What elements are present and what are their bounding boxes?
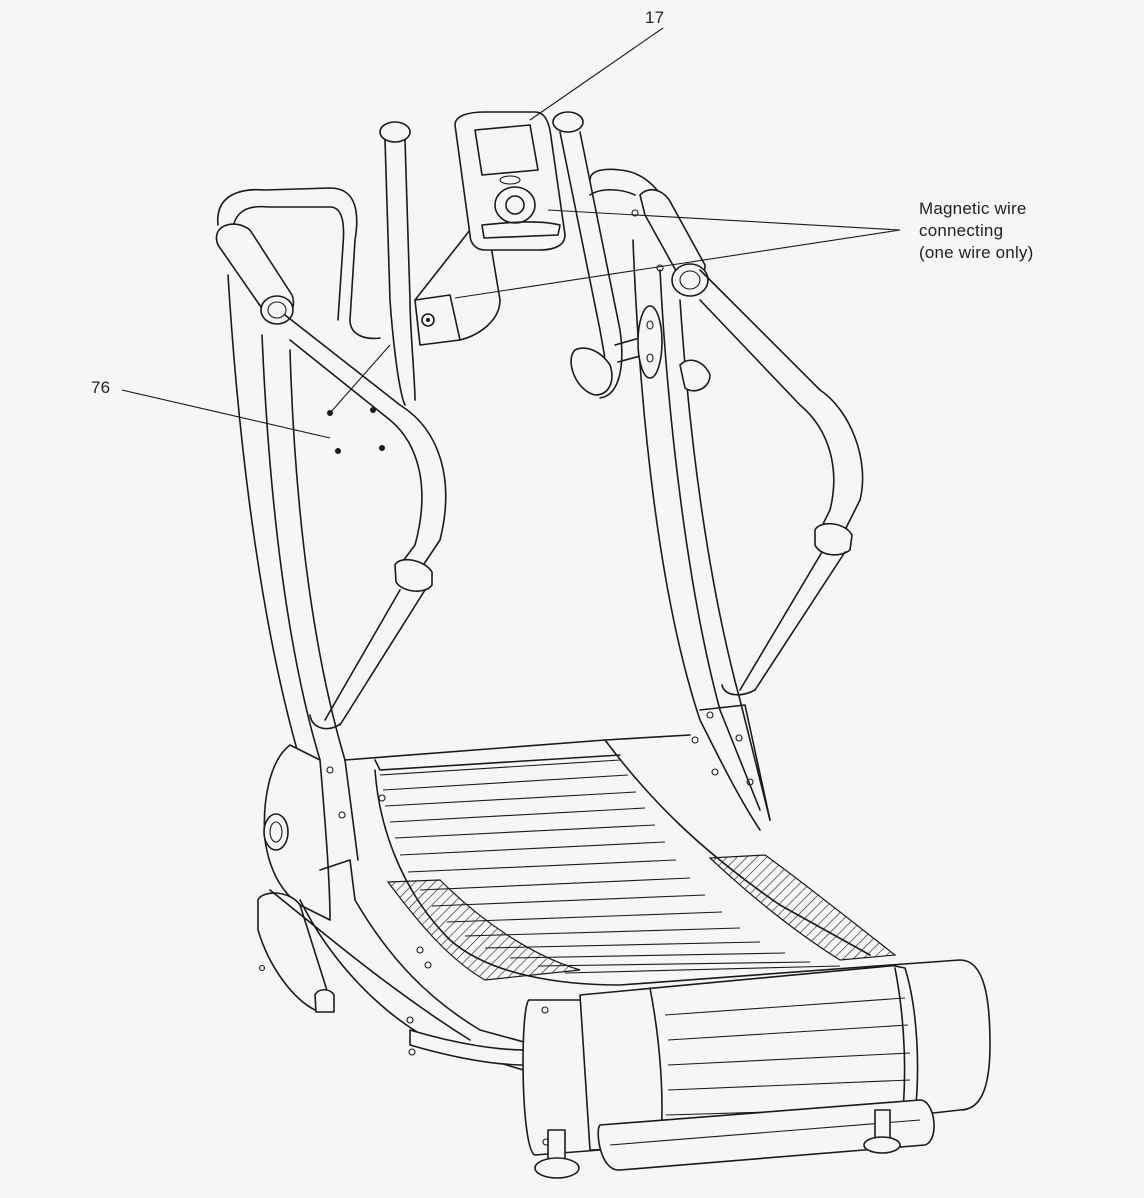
console-bracket [414, 229, 501, 346]
leader-lines [121, 27, 901, 439]
frame-bolts [691, 711, 754, 786]
callout-magnetic-wire-line1: Magnetic wire [919, 199, 1027, 218]
callout-magnetic-wire-line3: (one wire only) [919, 243, 1034, 262]
front-roller-cover [522, 959, 991, 1156]
running-deck [344, 734, 897, 986]
rear-handle-loop [215, 187, 381, 340]
left-rear-post [379, 121, 416, 406]
callout-76: 76 [91, 378, 111, 397]
right-rear-post [552, 111, 663, 399]
console-icon [454, 111, 566, 251]
callout-17: 17 [645, 8, 665, 27]
callout-magnetic-wire-line2: connecting [919, 221, 1004, 240]
right-rear-handle [589, 168, 709, 297]
right-handlebar [679, 269, 864, 696]
left-handlebar [284, 314, 447, 730]
callout-magnetic-wire: Magnetic wire connecting (one wire only) [919, 198, 1034, 264]
deck-slats [379, 759, 841, 974]
left-side-shell [257, 744, 541, 1076]
base-frame [534, 1099, 935, 1179]
right-frame-rail [632, 239, 771, 831]
